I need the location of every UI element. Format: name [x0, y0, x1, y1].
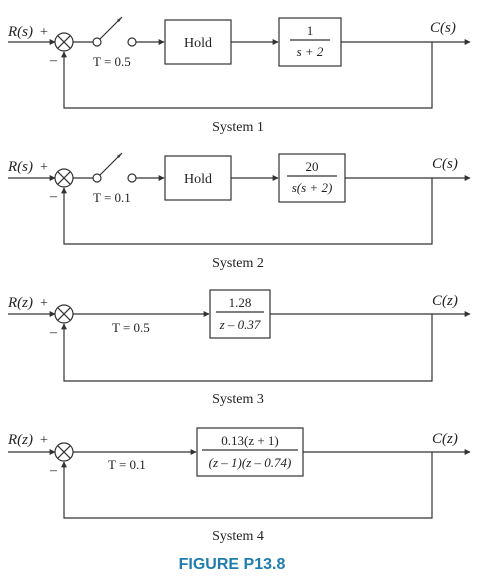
system-1-sampler-switch — [92, 16, 137, 47]
system-1-transfer-block — [278, 17, 342, 67]
system-4-plus-sign: + — [40, 433, 48, 448]
system-2-sampling-period: T = 0.1 — [93, 190, 131, 205]
system-2-diagram: R(s) + – T = 0.1 Hold 20 s(s + 2) C(s) S… — [7, 152, 471, 271]
system-2-hold-block — [164, 155, 232, 201]
system-2-feedback-path — [61, 178, 433, 245]
system-1-denominator: s + 2 — [297, 44, 324, 59]
system-2-numerator: 20 — [306, 159, 319, 174]
system-1-title: System 1 — [212, 120, 264, 135]
system-2-summing-junction — [54, 168, 74, 188]
system-3-input-label: R(z) — [7, 295, 33, 311]
system-1-numerator: 1 — [307, 23, 314, 38]
system-3-summing-junction — [54, 304, 74, 324]
system-4-sampling-period: T = 0.1 — [108, 457, 146, 472]
system-4-summing-junction — [54, 442, 74, 462]
system-2-minus-sign: – — [49, 189, 58, 204]
system-1-minus-sign: – — [49, 53, 58, 68]
figure-caption: FIGURE P13.8 — [179, 556, 286, 573]
system-3-feedback-path — [61, 314, 433, 382]
system-2-denominator: s(s + 2) — [292, 180, 333, 195]
system-3-transfer-block — [209, 289, 271, 339]
system-4-denominator: (z – 1)(z – 0.74) — [209, 455, 292, 470]
system-4-output-label: C(z) — [432, 431, 458, 447]
system-1-plus-sign: + — [40, 25, 48, 40]
system-3-sampling-period: T = 0.5 — [112, 320, 150, 335]
system-1-diagram: R(s) + – T = 0.5 Hold 1 s + 2 C(s) Syste… — [7, 16, 471, 135]
system-2-hold-label: Hold — [184, 172, 212, 187]
system-4-transfer-block — [196, 427, 304, 477]
system-1-input-label: R(s) — [7, 24, 33, 40]
system-3-minus-sign: – — [49, 325, 58, 340]
system-1-sampling-period: T = 0.5 — [93, 54, 131, 69]
system-1-summing-junction — [54, 32, 74, 52]
system-4-title: System 4 — [212, 529, 264, 544]
system-3-plus-sign: + — [40, 296, 48, 311]
system-3-numerator: 1.28 — [229, 295, 252, 310]
system-2-transfer-block — [278, 153, 346, 203]
system-4-feedback-path — [61, 452, 433, 519]
system-4-input-label: R(z) — [7, 432, 33, 448]
system-2-output-label: C(s) — [432, 156, 458, 172]
system-4-numerator: 0.13(z + 1) — [221, 433, 279, 448]
system-3-title: System 3 — [212, 392, 264, 407]
system-2-title: System 2 — [212, 256, 264, 271]
system-1-output-label: C(s) — [430, 20, 456, 36]
system-1-feedback-path — [61, 42, 433, 109]
system-3-diagram: R(z) + – T = 0.5 1.28 z – 0.37 C(z) Syst… — [7, 289, 471, 407]
system-1-hold-label: Hold — [184, 36, 212, 51]
system-3-output-label: C(z) — [432, 293, 458, 309]
system-4-diagram: R(z) + – T = 0.1 0.13(z + 1) (z – 1)(z –… — [7, 427, 471, 544]
system-3-denominator: z – 0.37 — [219, 317, 261, 332]
system-2-plus-sign: + — [40, 160, 48, 175]
system-2-input-label: R(s) — [7, 159, 33, 175]
system-4-minus-sign: – — [49, 463, 58, 478]
system-2-sampler-switch — [92, 152, 137, 183]
